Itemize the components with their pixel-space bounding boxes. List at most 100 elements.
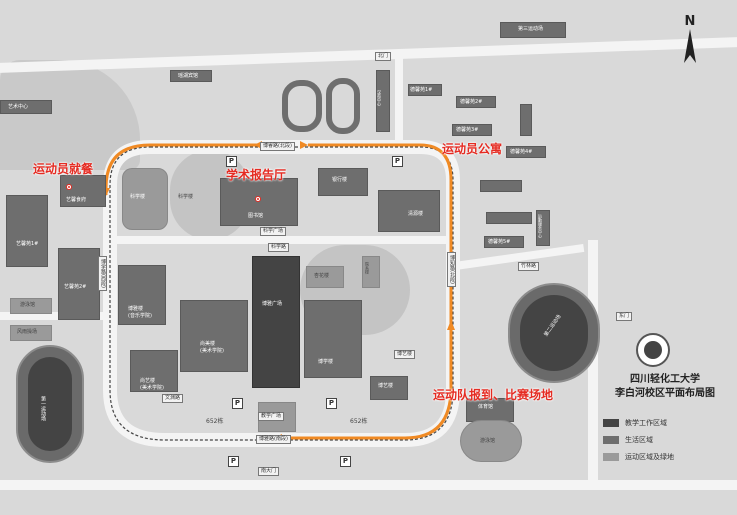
south-gate[interactable]: 南大门 bbox=[258, 467, 280, 476]
label-art-center: 艺术中心 bbox=[8, 104, 29, 110]
library bbox=[220, 178, 298, 226]
boyi-building bbox=[370, 376, 408, 400]
hanyuan-center bbox=[376, 70, 390, 132]
label-dorm-5: 德馨苑5# bbox=[488, 239, 511, 245]
hotel bbox=[170, 70, 212, 82]
xinghua-building bbox=[306, 266, 344, 288]
dorm-extra-a bbox=[480, 180, 522, 192]
label-sports-plaza: 博雅广场 bbox=[262, 301, 283, 307]
science-plaza: 科学广场 bbox=[260, 227, 287, 236]
art-garden-1 bbox=[6, 195, 48, 267]
second-sports-field bbox=[508, 283, 600, 383]
parking-icon-4: P bbox=[326, 398, 337, 409]
road-tag-south[interactable]: 博雅路(南段) bbox=[256, 435, 291, 444]
boyi-tag: 博艺楼 bbox=[394, 350, 416, 359]
running-track-north bbox=[282, 80, 322, 132]
label-library: 图书馆 bbox=[248, 213, 264, 219]
dorm-2 bbox=[456, 96, 496, 108]
art-building bbox=[130, 350, 178, 392]
legend-label-sports: 运动区域及绿地 bbox=[625, 452, 674, 461]
label-science-bld: 科学楼 bbox=[130, 194, 146, 200]
north-compass: N bbox=[682, 14, 698, 64]
label-first-sports-field: 第一运动场 bbox=[40, 396, 46, 421]
label-dorm-1: 德馨苑1# bbox=[410, 87, 433, 93]
parking-icon-3: P bbox=[232, 398, 243, 409]
road-tag-science[interactable]: 科学路 bbox=[268, 243, 290, 252]
legend-label-living: 生活区域 bbox=[625, 435, 653, 444]
road-tag-north[interactable]: 博睿路(北段) bbox=[260, 142, 295, 151]
label-boxue: 博学楼 bbox=[318, 359, 334, 365]
teaching-plaza-tag: 教学广场 bbox=[258, 412, 285, 421]
label-652-west: 652栋 bbox=[206, 418, 224, 425]
dorm-extra-c bbox=[520, 104, 532, 136]
north-vertical-road bbox=[395, 55, 403, 145]
pin-lecture-hall bbox=[255, 196, 261, 202]
label-third-sports-field: 第三运动场 bbox=[518, 26, 544, 32]
label-art-building: 尚艺楼 (美术学院) bbox=[140, 378, 164, 391]
label-xinghua: 杏花楼 bbox=[314, 273, 330, 279]
boxue-building bbox=[304, 300, 362, 378]
label-dorm-4: 德馨苑4# bbox=[510, 149, 533, 155]
label-art-dining: 艺馨食府 bbox=[66, 197, 87, 203]
dorm-4 bbox=[506, 146, 546, 158]
label-art-garden-2: 艺馨苑2# bbox=[64, 284, 87, 290]
third-sports-field bbox=[500, 22, 566, 38]
service-center bbox=[536, 210, 550, 246]
callout-athletes-dining: 运动员就餐 bbox=[33, 162, 94, 176]
running-track-north-2 bbox=[326, 78, 360, 134]
legend-swatch-sports bbox=[603, 452, 619, 461]
label-fine-arts: 尚美楼 (美术学院) bbox=[200, 341, 224, 354]
label-art-garden-1: 艺馨苑1# bbox=[16, 241, 39, 247]
callout-lecture-hall: 学术报告厅 bbox=[226, 168, 287, 182]
map-legend: 教学工作区域 生活区域 运动区域及绿地 bbox=[603, 414, 723, 465]
road-tag-bamboo[interactable]: 竹林路 bbox=[518, 262, 540, 271]
label-gym: 体育馆 bbox=[478, 404, 494, 410]
label-science-bld2: 科学楼 bbox=[178, 194, 194, 200]
sports-plaza-strip bbox=[252, 256, 300, 388]
inner-ring-vertical-west bbox=[0, 312, 110, 320]
legend-row-teaching: 教学工作区域 bbox=[603, 414, 723, 431]
bank-building bbox=[318, 168, 368, 196]
east-gate[interactable]: 东门 bbox=[616, 312, 633, 321]
rain-stadium bbox=[10, 325, 52, 341]
science-building-west bbox=[122, 168, 168, 230]
compass-arrow-icon bbox=[684, 29, 696, 63]
dorm-1 bbox=[408, 84, 442, 96]
university-logo bbox=[636, 333, 670, 367]
label-swimming-west: 游泳馆 bbox=[20, 302, 36, 308]
parking-icon-1: P bbox=[226, 156, 237, 167]
faculty-building bbox=[362, 256, 380, 288]
art-dining bbox=[60, 175, 106, 207]
dorm-3 bbox=[452, 124, 492, 136]
label-bank: 银行楼 bbox=[332, 177, 348, 183]
swimming-pool-west bbox=[10, 298, 52, 314]
pin-check-in bbox=[484, 392, 490, 398]
road-tag-wenyuan[interactable]: 文渊路 bbox=[162, 394, 184, 403]
legend-swatch-living bbox=[603, 435, 619, 444]
legend-row-sports: 运动区域及绿地 bbox=[603, 448, 723, 465]
road-tag-west[interactable]: 博学路(西段) bbox=[98, 256, 107, 291]
first-sports-field bbox=[16, 345, 84, 463]
south-road bbox=[0, 480, 737, 490]
label-qingyuan: 清源楼 bbox=[408, 211, 424, 217]
parking-icon-5: P bbox=[228, 456, 239, 467]
pin-athletes-dining bbox=[66, 184, 72, 190]
label-service-center: 后勤服务中心 bbox=[538, 214, 543, 238]
parking-icon-2: P bbox=[392, 156, 403, 167]
label-faculty: 院系楼 bbox=[365, 262, 370, 274]
label-hotel: 瑶湖宾馆 bbox=[178, 73, 199, 79]
road-tag-east[interactable]: 博知路(北段) bbox=[447, 252, 456, 287]
music-building bbox=[118, 265, 166, 325]
legend-label-teaching: 教学工作区域 bbox=[625, 418, 667, 427]
label-rain-stadium: 风雨操场 bbox=[17, 329, 38, 335]
dorm-extra-b bbox=[486, 212, 532, 224]
label-dorm-2: 德馨苑2# bbox=[460, 99, 483, 105]
legend-swatch-teaching bbox=[603, 418, 619, 427]
compass-letter: N bbox=[684, 14, 696, 29]
dorm-5 bbox=[484, 236, 524, 248]
natatorium bbox=[460, 420, 522, 462]
fine-arts-building bbox=[180, 300, 248, 372]
label-natatorium: 游泳馆 bbox=[480, 438, 496, 444]
north-gate[interactable]: 北门 bbox=[375, 52, 392, 61]
